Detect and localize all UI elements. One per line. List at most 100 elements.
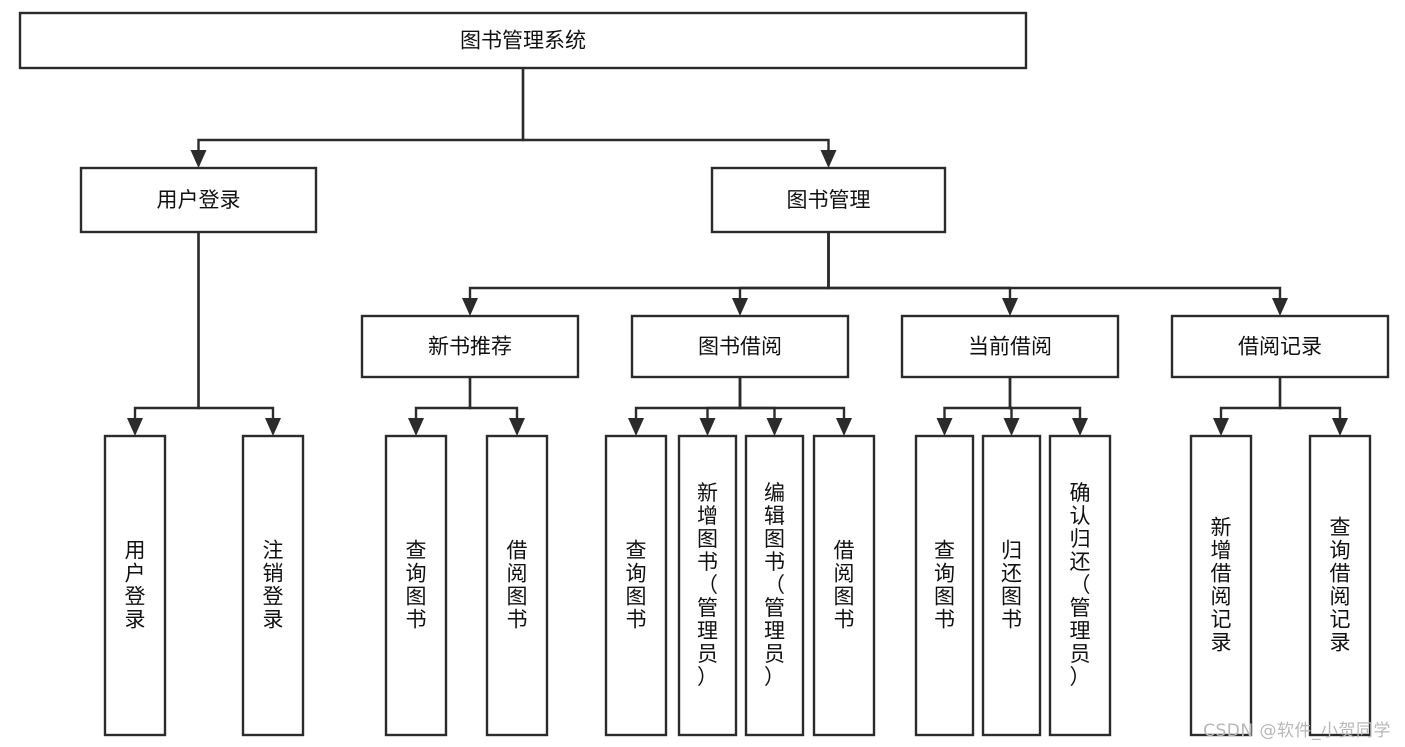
edge-leaf-0-arrowhead-icon	[127, 418, 143, 436]
edge-leaf-6-arrowhead-icon	[766, 418, 783, 436]
edge-leaf-4-arrowhead-icon	[628, 418, 644, 436]
level3-node-0[interactable]: 新书推荐	[360, 314, 580, 379]
edge-leaf-9-arrowhead-icon	[1003, 418, 1020, 436]
leaf-node-2[interactable]: 查询图书	[384, 434, 448, 737]
edge-leaf-12-line	[1278, 377, 1342, 420]
leaf-node-4[interactable]: 查询图书	[604, 434, 668, 737]
leaf-node-10-label: 确认归还（管理员）	[1070, 481, 1091, 689]
edge-l2-l3-3-line	[827, 232, 1282, 300]
level3-node-2-label: 当前借阅	[968, 335, 1052, 359]
leaf-node-6-box[interactable]	[744, 434, 805, 737]
level2-node-0-label: 用户登录	[157, 188, 241, 212]
edge-root-l2-0-arrowhead-icon	[190, 150, 207, 168]
level3-node-2-box[interactable]	[900, 314, 1120, 379]
leaf-node-8-box[interactable]	[914, 434, 975, 737]
level2-node-1-label: 图书管理	[787, 188, 871, 212]
edge-leaf-2-arrowhead-icon	[408, 418, 424, 436]
level2-node-1-box[interactable]	[710, 166, 947, 234]
level2-node-0[interactable]: 用户登录	[79, 166, 318, 234]
edge-leaf-2-line	[414, 377, 472, 420]
leaf-node-6[interactable]: 编辑图书（管理员）	[744, 434, 805, 737]
leaf-node-11-box[interactable]	[1189, 434, 1253, 737]
leaf-node-1-label: 注销登录	[263, 538, 284, 631]
level2-node-0-box[interactable]	[79, 166, 318, 234]
leaf-node-4-box[interactable]	[604, 434, 668, 737]
edge-leaf-6-line	[738, 377, 776, 420]
leaf-node-11-label: 新增借阅记录	[1211, 515, 1232, 654]
edge-l2-l3-1-arrowhead-icon	[732, 298, 748, 316]
leaf-node-10-box[interactable]	[1048, 434, 1112, 737]
edge-leaf-8-arrowhead-icon	[936, 418, 953, 436]
connector-layer	[127, 68, 1348, 436]
level3-node-3[interactable]: 借阅记录	[1170, 314, 1390, 379]
leaf-node-10[interactable]: 确认归还（管理员）	[1048, 434, 1112, 737]
edge-leaf-0-line	[133, 232, 200, 420]
level3-node-3-box[interactable]	[1170, 314, 1390, 379]
leaf-node-3[interactable]: 借阅图书	[485, 434, 549, 737]
leaf-node-6-label: 编辑图书（管理员）	[764, 481, 785, 689]
edge-leaf-11-line	[1219, 377, 1282, 420]
leaf-node-7[interactable]: 借阅图书	[812, 434, 876, 737]
edge-leaf-11-arrowhead-icon	[1213, 418, 1229, 436]
level3-node-0-box[interactable]	[360, 314, 580, 379]
leaf-node-5-box[interactable]	[677, 434, 738, 737]
edge-leaf-5-arrowhead-icon	[699, 418, 716, 436]
edge-leaf-4-line	[634, 377, 742, 420]
leaf-node-9-label: 归还图书	[1001, 538, 1022, 631]
edge-leaf-10-arrowhead-icon	[1072, 418, 1088, 436]
edge-l2-l3-0-line	[468, 232, 830, 300]
leaf-node-4-label: 查询图书	[626, 538, 647, 631]
leaf-node-3-label: 借阅图书	[507, 538, 528, 631]
edge-root-l2-0-line	[197, 68, 525, 152]
edge-l2-l3-0-arrowhead-icon	[462, 298, 478, 316]
leaf-node-9-box[interactable]	[981, 434, 1042, 737]
edge-l2-l3-3-arrowhead-icon	[1272, 298, 1288, 316]
leaf-node-3-box[interactable]	[485, 434, 549, 737]
leaf-node-0-box[interactable]	[103, 434, 167, 737]
leaf-node-1-box[interactable]	[241, 434, 305, 737]
level3-node-0-label: 新书推荐	[428, 335, 512, 359]
edge-leaf-5-line	[706, 377, 742, 420]
level3-node-1-box[interactable]	[630, 314, 850, 379]
leaf-node-7-label: 借阅图书	[834, 538, 855, 631]
leaf-node-0-label: 用户登录	[125, 538, 146, 631]
root-node-图书管理系统-label: 图书管理系统	[460, 29, 586, 53]
edge-leaf-12-arrowhead-icon	[1332, 418, 1348, 436]
leaf-node-11[interactable]: 新增借阅记录	[1189, 434, 1253, 737]
edge-leaf-10-line	[1008, 377, 1082, 420]
edge-leaf-7-arrowhead-icon	[836, 418, 852, 436]
leaf-node-12-box[interactable]	[1308, 434, 1372, 737]
edge-leaf-3-arrowhead-icon	[509, 418, 525, 436]
leaf-node-12[interactable]: 查询借阅记录	[1308, 434, 1372, 737]
leaf-node-5[interactable]: 新增图书（管理员）	[677, 434, 738, 737]
level3-node-3-label: 借阅记录	[1238, 335, 1322, 359]
edge-l2-l3-2-line	[827, 232, 1012, 300]
root-node-图书管理系统[interactable]: 图书管理系统	[18, 11, 1028, 70]
csdn-watermark: CSDN @软件_小贺同学	[1203, 721, 1391, 741]
leaf-node-12-label: 查询借阅记录	[1330, 515, 1351, 654]
leaf-node-5-label: 新增图书（管理员）	[697, 481, 718, 689]
leaf-node-2-box[interactable]	[384, 434, 448, 737]
leaf-node-1[interactable]: 注销登录	[241, 434, 305, 737]
root-node-图书管理系统-box[interactable]	[18, 11, 1028, 70]
level3-node-1-label: 图书借阅	[698, 335, 782, 359]
leaf-node-7-box[interactable]	[812, 434, 876, 737]
level3-node-2[interactable]: 当前借阅	[900, 314, 1120, 379]
edge-l2-l3-2-arrowhead-icon	[1002, 298, 1018, 316]
edge-root-l2-1-arrowhead-icon	[820, 150, 837, 168]
leaf-node-9[interactable]: 归还图书	[981, 434, 1042, 737]
leaf-node-2-label: 查询图书	[406, 538, 427, 631]
edge-leaf-1-line	[197, 232, 275, 420]
node-layer: 图书管理系统用户登录图书管理新书推荐图书借阅当前借阅借阅记录用户登录注销登录查询…	[18, 11, 1390, 737]
edge-l2-l3-1-line	[738, 232, 830, 300]
level2-node-1[interactable]: 图书管理	[710, 166, 947, 234]
edge-leaf-3-line	[468, 377, 519, 420]
level3-node-1[interactable]: 图书借阅	[630, 314, 850, 379]
leaf-node-8[interactable]: 查询图书	[914, 434, 975, 737]
edge-root-l2-1-line	[521, 68, 830, 152]
leaf-node-8-label: 查询图书	[934, 538, 955, 631]
leaf-node-0[interactable]: 用户登录	[103, 434, 167, 737]
edge-leaf-1-arrowhead-icon	[265, 418, 281, 436]
